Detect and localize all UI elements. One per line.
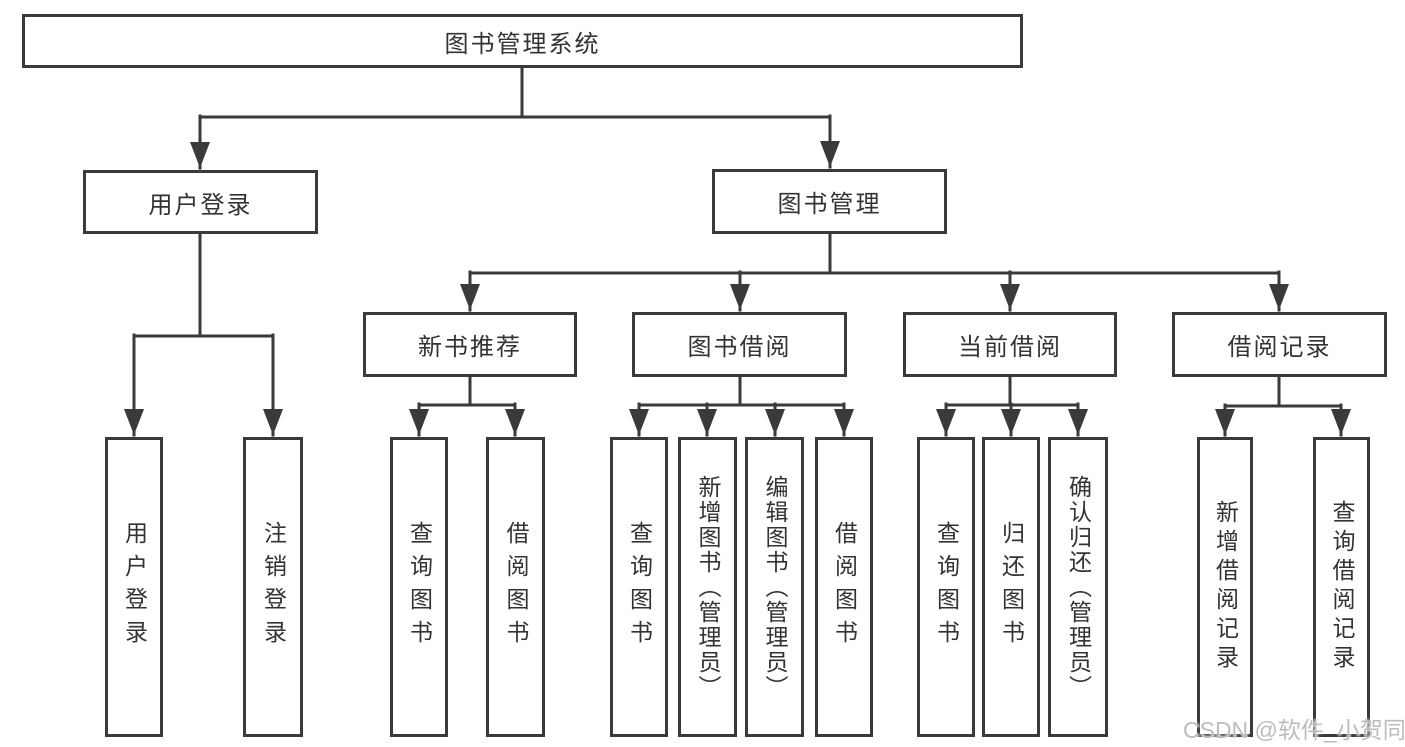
leaf-label: 查询图书 — [406, 521, 433, 653]
node-label: 借阅记录 — [1227, 334, 1332, 361]
node-current-borrowing: 当前借阅 — [903, 312, 1117, 377]
leaf-label: 借阅图书 — [503, 521, 529, 653]
node-label: 新书推荐 — [418, 334, 522, 361]
node-user-login: 用户登录 — [83, 170, 318, 234]
node-label: 图书借阅 — [687, 334, 792, 361]
node-label: 图书管理系统 — [444, 30, 601, 58]
leaf-label: 注销登录 — [260, 521, 287, 653]
leaf-label: 新增借阅记录 — [1212, 500, 1239, 674]
leaf-query-borrow-record: 查询借阅记录 — [1313, 437, 1370, 737]
leaf-label: 确认归还（管理员） — [1065, 474, 1092, 700]
node-label: 用户登录 — [148, 191, 253, 219]
leaf-query-books-current: 查询图书 — [917, 437, 975, 737]
leaf-label: 新增图书（管理员） — [695, 474, 721, 700]
leaf-query-books-recommend: 查询图书 — [390, 437, 448, 737]
node-borrowing-records: 借阅记录 — [1172, 312, 1387, 377]
leaf-borrow-books-recommend: 借阅图书 — [486, 437, 545, 737]
leaf-borrow-books-borrowing: 借阅图书 — [815, 437, 873, 737]
csdn-watermark: CSDN @软件_小贺同学 — [1183, 717, 1405, 743]
node-label: 图书管理 — [777, 191, 882, 218]
leaf-label: 查询图书 — [626, 521, 653, 653]
leaf-return-books: 归还图书 — [982, 437, 1040, 737]
node-library-management-system: 图书管理系统 — [22, 14, 1023, 68]
leaf-label: 归还图书 — [998, 521, 1025, 653]
node-new-book-recommendation: 新书推荐 — [363, 312, 577, 377]
leaf-label: 用户登录 — [121, 521, 148, 653]
leaf-label: 编辑图书（管理员） — [762, 474, 788, 700]
leaf-label: 查询图书 — [933, 521, 960, 653]
leaf-confirm-return-admin: 确认归还（管理员） — [1048, 437, 1108, 737]
leaf-logout-login: 注销登录 — [243, 437, 303, 737]
node-book-management: 图书管理 — [712, 169, 947, 234]
node-book-borrowing: 图书借阅 — [632, 312, 847, 377]
leaf-add-books-admin: 新增图书（管理员） — [678, 437, 737, 737]
leaf-query-books-borrowing: 查询图书 — [610, 437, 668, 737]
leaf-add-borrow-record: 新增借阅记录 — [1197, 437, 1253, 737]
leaf-label: 借阅图书 — [831, 521, 858, 653]
node-label: 当前借阅 — [958, 334, 1062, 361]
leaf-edit-books-admin: 编辑图书（管理员） — [745, 437, 804, 737]
leaf-user-login: 用户登录 — [105, 437, 163, 737]
leaf-label: 查询借阅记录 — [1329, 500, 1355, 674]
